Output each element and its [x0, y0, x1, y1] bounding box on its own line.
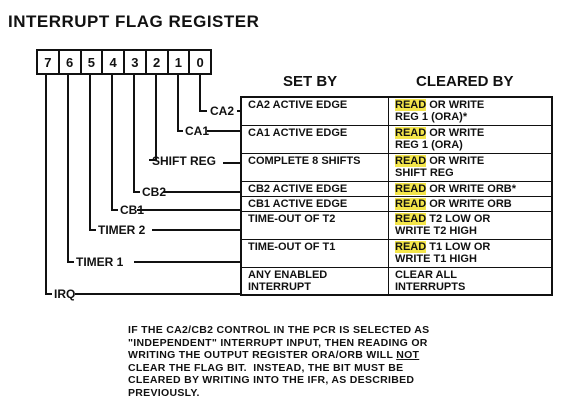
- read-highlight: READ: [395, 197, 427, 210]
- label-ca2: CA2: [210, 104, 235, 118]
- label-ca1: CA1: [185, 124, 210, 138]
- not-emphasis: NOT: [396, 349, 420, 362]
- bit-3: 3: [125, 51, 147, 73]
- bit-1: 1: [169, 51, 191, 73]
- bit-2: 2: [147, 51, 169, 73]
- table-row: CB1 ACTIVE EDGE READ OR WRITE ORB: [240, 195, 553, 212]
- connector-bit5: [89, 75, 96, 231]
- set-by-cell: CB1 ACTIVE EDGE: [240, 195, 389, 212]
- footnote: IF THE CA2/CB2 CONTROL IN THE PCR IS SEL…: [128, 324, 430, 399]
- connector-bit6: [67, 75, 74, 263]
- bit-register: 7 6 5 4 3 2 1 0: [36, 49, 212, 75]
- set-by-cell: TIME-OUT OF T2: [240, 210, 389, 240]
- connector-bit3: [133, 75, 140, 193]
- read-highlight: READ: [395, 154, 427, 167]
- set-by-cell: CB2 ACTIVE EDGE: [240, 180, 389, 197]
- connector-bit0: [199, 75, 207, 112]
- bit-5: 5: [82, 51, 104, 73]
- read-highlight: READ: [395, 212, 427, 225]
- bit-7: 7: [38, 51, 60, 73]
- label-shift-reg: SHIFT REG: [152, 154, 217, 168]
- set-by-cell: CA1 ACTIVE EDGE: [240, 124, 389, 154]
- label-irq: IRQ: [54, 287, 76, 301]
- cleared-by-cell: READ OR WRITE ORB: [388, 195, 553, 212]
- read-highlight: READ: [395, 126, 427, 139]
- header-cleared-by: CLEARED BY: [416, 73, 514, 90]
- bit-0: 0: [196, 54, 204, 70]
- set-by-cell: CA2 ACTIVE EDGE: [240, 96, 389, 126]
- read-highlight: READ: [395, 182, 427, 195]
- label-timer1: TIMER 1: [76, 255, 124, 269]
- connector-bit2: [149, 75, 157, 161]
- read-highlight: READ: [395, 240, 427, 253]
- bit-4: 4: [103, 51, 125, 73]
- table-row: CB2 ACTIVE EDGE READ OR WRITE ORB*: [240, 180, 553, 197]
- header-set-by: SET BY: [283, 73, 338, 90]
- set-by-cell: TIME-OUT OF T1: [240, 238, 389, 268]
- set-by-cell: COMPLETE 8 SHIFTS: [240, 152, 389, 182]
- cleared-by-cell: READ OR WRITE ORB*: [388, 180, 553, 197]
- label-cb1: CB1: [120, 203, 145, 217]
- label-cb2: CB2: [142, 185, 167, 199]
- read-highlight: READ: [395, 99, 427, 111]
- page-title: INTERRUPT FLAG REGISTER: [8, 12, 260, 31]
- bit-6: 6: [60, 51, 82, 73]
- label-timer2: TIMER 2: [98, 223, 146, 237]
- connector-bit1: [177, 75, 183, 132]
- connector-bit4: [111, 75, 118, 211]
- connector-bit7: [45, 75, 52, 295]
